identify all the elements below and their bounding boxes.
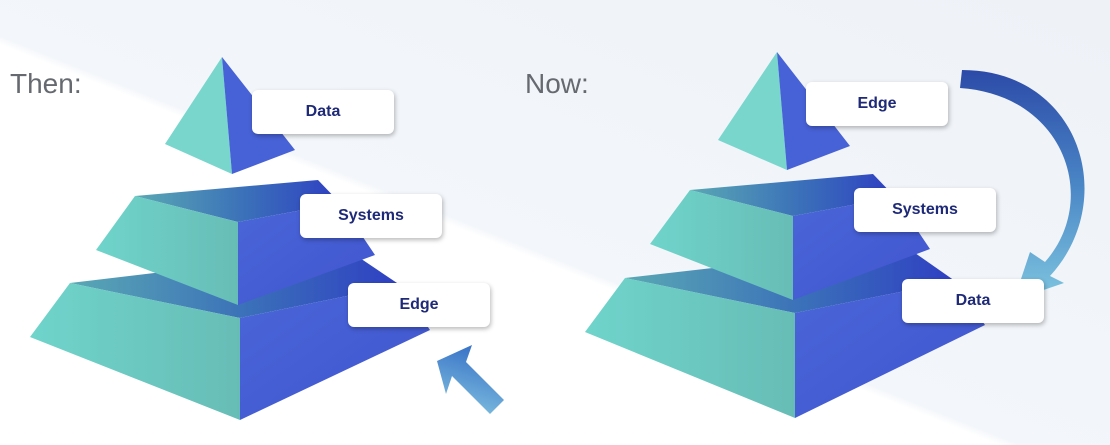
then-middle-tier-left-face xyxy=(96,196,238,305)
now-heading: Now: xyxy=(525,68,589,99)
then-label-top: Data xyxy=(252,90,394,134)
then-bottom-tier-left-face xyxy=(30,283,240,420)
now-bottom-tier-left-face xyxy=(585,278,795,418)
now-middle-tier-top-band xyxy=(690,174,895,216)
now-label-top: Edge xyxy=(806,82,948,126)
now-label-bottom: Data xyxy=(902,279,1044,323)
then-top-left-face xyxy=(165,57,232,174)
now-label-middle: Systems xyxy=(854,188,996,232)
then-pointer-arrow xyxy=(437,345,504,414)
then-label-middle: Systems xyxy=(300,194,442,238)
now-curved-arrow xyxy=(960,70,1085,300)
then-label-bottom: Edge xyxy=(348,283,490,327)
now-middle-tier-left-face xyxy=(650,190,793,300)
then-heading: Then: xyxy=(10,68,82,99)
now-top-left-face xyxy=(718,52,787,170)
then-middle-tier-top-band xyxy=(135,180,340,222)
